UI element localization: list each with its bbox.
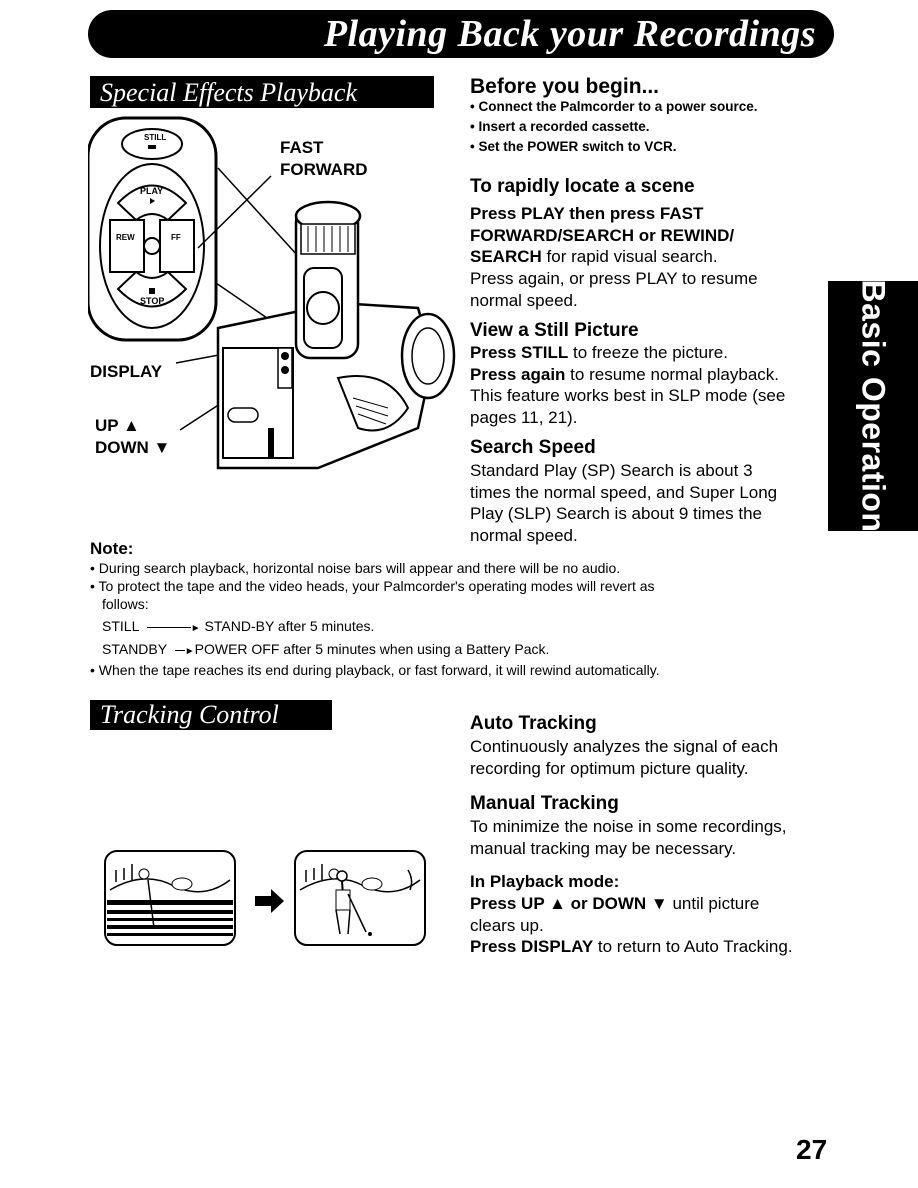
special-effects-heading: Special Effects Playback [90,76,434,108]
locate-text: Press PLAY then press FAST FORWARD/SEARC… [470,204,758,310]
tracking-heading: Tracking Control [90,700,332,730]
manual-tracking-heading: Manual Tracking [470,793,619,814]
still-button-label: STILL [144,133,166,142]
label-fast: FAST [280,138,324,157]
playback-mode-heading: In Playback mode: [470,872,620,891]
before-item: • Set the POWER switch to VCR. [470,139,677,154]
note-line: • During search playback, horizontal noi… [90,560,621,576]
side-tab-label: Basic Operation [855,279,892,533]
label-down: DOWN ▼ [95,438,171,457]
auto-tracking-heading: Auto Tracking [470,713,597,734]
noisy-picture-illustration [104,850,236,946]
note-line: • When the tape reaches its end during p… [90,662,660,678]
page-title: Playing Back your Recordings [323,13,816,55]
title-banner: Playing Back your Recordings [88,10,834,58]
play-button-label: PLAY [140,186,163,196]
search-speed-text: Standard Play (SP) Search is about 3 tim… [470,461,778,546]
label-forward: FORWARD [280,160,368,179]
note-line: • To protect the tape and the video head… [90,578,655,594]
note-standby-line: STANDBY ►POWER OFF after 5 minutes when … [102,641,550,657]
stop-button-label: STOP [140,296,164,306]
label-up: UP ▲ [95,416,140,435]
rew-button-label: REW [116,233,135,242]
before-heading: Before you begin... [470,75,660,98]
locate-heading: To rapidly locate a scene [470,176,695,197]
label-display: DISPLAY [90,362,163,381]
still-text: Press STILL to freeze the picture. Press… [470,343,786,428]
before-item: • Insert a recorded cassette. [470,119,650,134]
note-still-line: STILL ► STAND-BY after 5 minutes. [102,618,375,634]
side-tab: Basic Operation [828,279,918,533]
auto-tracking-text: Continuously analyzes the signal of each… [470,737,779,778]
playback-mode-text: Press UP ▲ or DOWN ▼ until picture clear… [470,894,793,957]
note-line: follows: [102,596,149,612]
camcorder-illustration: STILL PLAY REW FF STOP [88,116,456,470]
still-heading: View a Still Picture [470,320,639,341]
ff-button-label: FF [171,233,181,242]
note-heading: Note: [90,539,134,558]
before-item: • Connect the Palmcorder to a power sour… [470,99,758,114]
page-number: 27 [796,1134,828,1165]
search-speed-heading: Search Speed [470,437,596,458]
manual-tracking-text: To minimize the noise in some recordings… [470,817,787,858]
arrow-right-icon [255,889,284,913]
clear-picture-illustration [294,850,426,946]
